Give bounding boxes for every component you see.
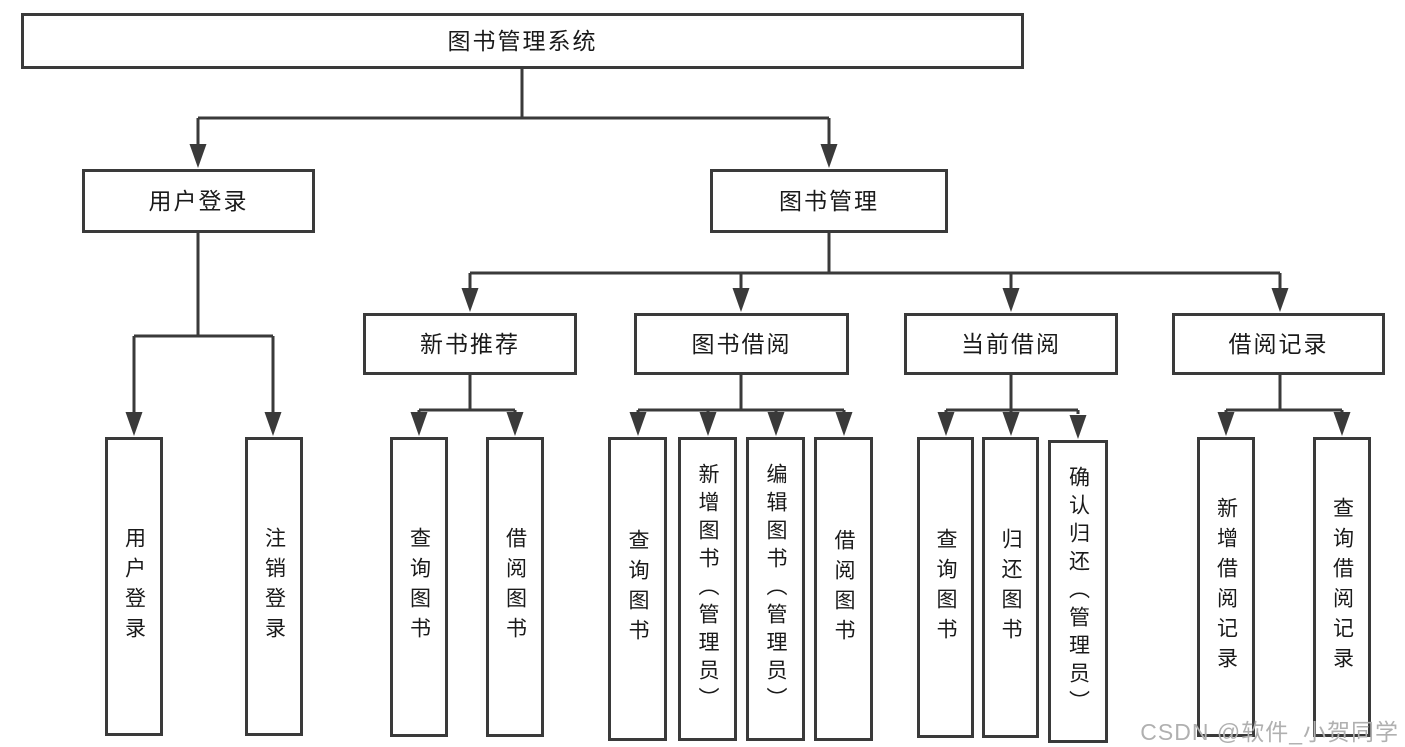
leaf-borrow-edit-admin: 编辑图书（管理员） (746, 437, 805, 741)
node-borrow-record: 借阅记录 (1172, 313, 1385, 375)
leaf-label: 用户登录 (122, 526, 146, 647)
node-label: 用户登录 (148, 187, 249, 214)
leaf-label: 借阅图书 (503, 527, 527, 647)
leaf-user-logout: 注销登录 (245, 437, 303, 736)
leaf-current-return: 归还图书 (982, 437, 1039, 738)
node-label: 新书推荐 (420, 330, 520, 357)
leaf-label: 借阅图书 (832, 529, 855, 649)
node-root-system: 图书管理系统 (21, 13, 1024, 69)
leaf-label: 归还图书 (999, 527, 1022, 648)
leaf-current-query: 查询图书 (917, 437, 974, 738)
node-new-book-recommend: 新书推荐 (363, 313, 577, 375)
node-book-management: 图书管理 (710, 169, 948, 233)
leaf-label: 新增图书（管理员） (696, 463, 719, 715)
node-book-borrow: 图书借阅 (634, 313, 849, 375)
leaf-record-query: 查询借阅记录 (1313, 437, 1371, 737)
node-label: 图书借阅 (691, 330, 792, 357)
leaf-newbook-query: 查询图书 (390, 437, 448, 737)
leaf-borrow-add-admin: 新增图书（管理员） (678, 437, 737, 741)
leaf-borrow-query: 查询图书 (608, 437, 667, 741)
leaf-label: 确认归还（管理员） (1066, 465, 1090, 718)
leaf-label: 注销登录 (262, 526, 286, 647)
leaf-label: 编辑图书（管理员） (764, 463, 787, 715)
node-label: 当前借阅 (961, 330, 1061, 357)
node-label: 图书管理系统 (447, 27, 598, 54)
leaf-label: 查询图书 (934, 527, 957, 648)
leaf-record-add: 新增借阅记录 (1197, 437, 1255, 737)
leaf-user-login: 用户登录 (105, 437, 163, 736)
leaf-label: 查询图书 (407, 527, 431, 647)
leaf-label: 新增借阅记录 (1214, 497, 1238, 677)
node-label: 图书管理 (779, 187, 879, 214)
node-label: 借阅记录 (1228, 330, 1329, 357)
node-user-login-branch: 用户登录 (82, 169, 315, 233)
leaf-current-confirm-admin: 确认归还（管理员） (1048, 440, 1108, 743)
leaf-label: 查询借阅记录 (1330, 497, 1354, 677)
leaf-borrow-book: 借阅图书 (814, 437, 873, 741)
node-current-borrow: 当前借阅 (904, 313, 1118, 375)
leaf-label: 查询图书 (626, 529, 649, 649)
leaf-newbook-borrow: 借阅图书 (486, 437, 544, 737)
